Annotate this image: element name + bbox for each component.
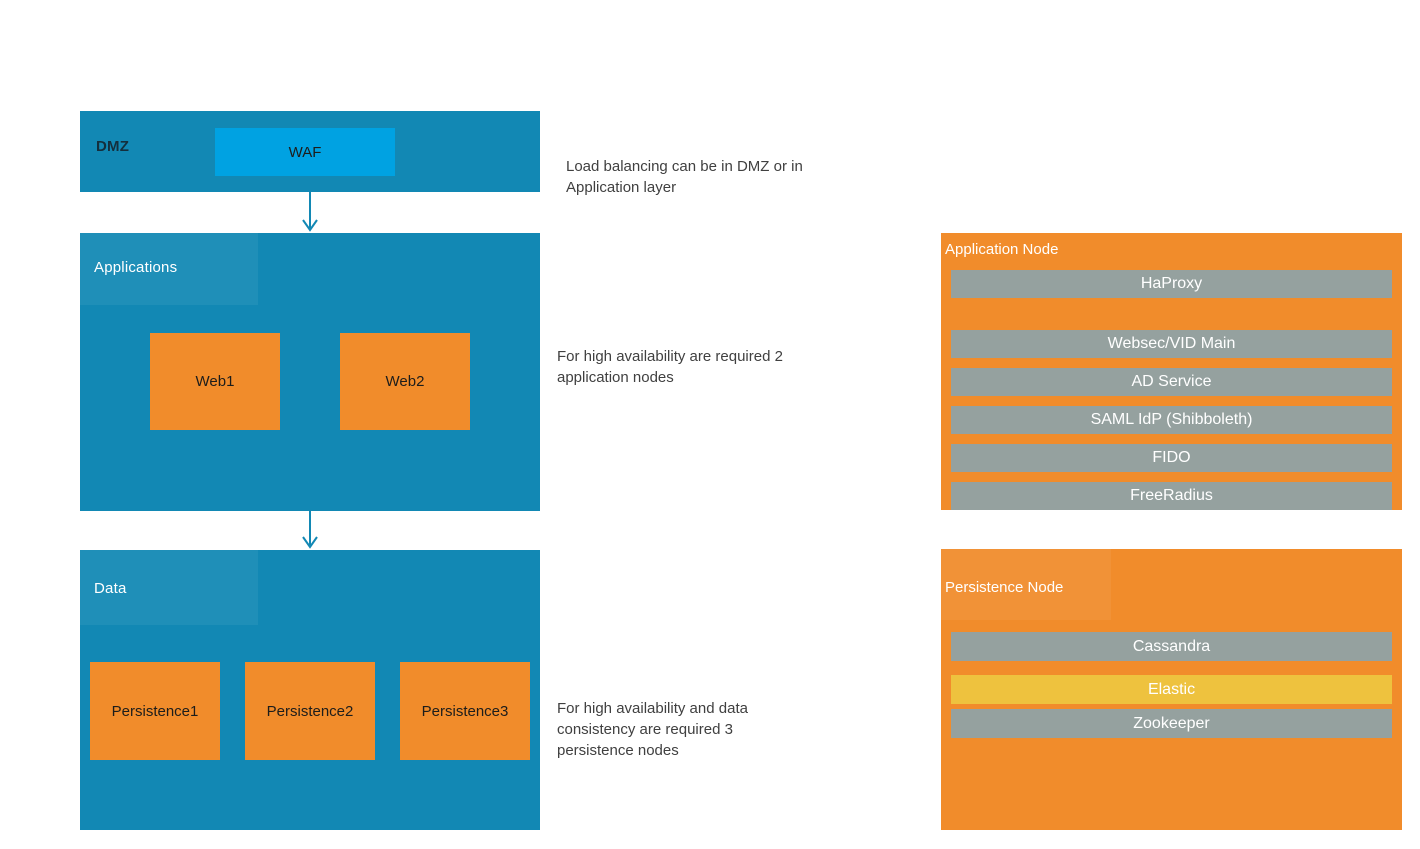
- dmz-layer-label: DMZ: [96, 138, 130, 155]
- persistence-corner-highlight: [941, 549, 1111, 620]
- annotation-application-nodes: For high availability are required 2 app…: [557, 348, 783, 386]
- persistence1-node-box: Persistence1: [90, 662, 220, 760]
- service-bar-websec-vid-main: Websec/VID Main: [951, 330, 1392, 358]
- persistence2-node-box: Persistence2: [245, 662, 375, 760]
- service-bar-zookeeper: Zookeeper: [951, 709, 1392, 738]
- application-node-title: Application Node: [945, 241, 1059, 258]
- web1-node-box: Web1: [150, 333, 280, 430]
- arrow-dmz-to-applications-icon: [302, 192, 318, 232]
- persistence3-node-box: Persistence3: [400, 662, 530, 760]
- web2-node-box: Web2: [340, 333, 470, 430]
- annotation-load-balancing: Load balancing can be in DMZ or in Appli…: [566, 158, 803, 196]
- persistence1-node-label: Persistence1: [111, 702, 199, 720]
- applications-layer-label: Applications: [94, 259, 178, 276]
- data-corner-highlight: [80, 550, 258, 625]
- applications-layer-box: Applications Web1 Web2: [80, 233, 540, 511]
- web2-node-label: Web2: [385, 373, 425, 390]
- dmz-layer-box: DMZ WAF: [80, 111, 540, 192]
- service-bar-ad-service: AD Service: [951, 368, 1392, 396]
- service-bar-elastic: Elastic: [951, 675, 1392, 704]
- persistence3-node-label: Persistence3: [421, 702, 509, 720]
- persistence-node-title: Persistence Node: [945, 579, 1064, 596]
- service-bar-saml-idp: SAML IdP (Shibboleth): [951, 406, 1392, 434]
- data-layer-label: Data: [94, 580, 127, 597]
- service-bar-fido: FIDO: [951, 444, 1392, 472]
- applications-corner-highlight: [80, 233, 258, 305]
- waf-box: WAF: [215, 128, 395, 176]
- data-layer-box: Data Persistence1 Persistence2 Persisten…: [80, 550, 540, 830]
- service-bar-freeradius: FreeRadius: [951, 482, 1392, 510]
- arrow-applications-to-data-icon: [302, 511, 318, 549]
- web1-node-label: Web1: [195, 373, 235, 390]
- annotation-persistence-nodes: For high availability and data consisten…: [557, 700, 748, 759]
- application-node-panel: Application Node HaProxy Websec/VID Main…: [941, 233, 1402, 510]
- persistence2-node-label: Persistence2: [266, 702, 354, 720]
- service-bar-cassandra: Cassandra: [951, 632, 1392, 661]
- service-bar-haproxy: HaProxy: [951, 270, 1392, 298]
- persistence-node-panel: Persistence Node Cassandra Elastic Zooke…: [941, 549, 1402, 830]
- waf-label: WAF: [288, 143, 322, 161]
